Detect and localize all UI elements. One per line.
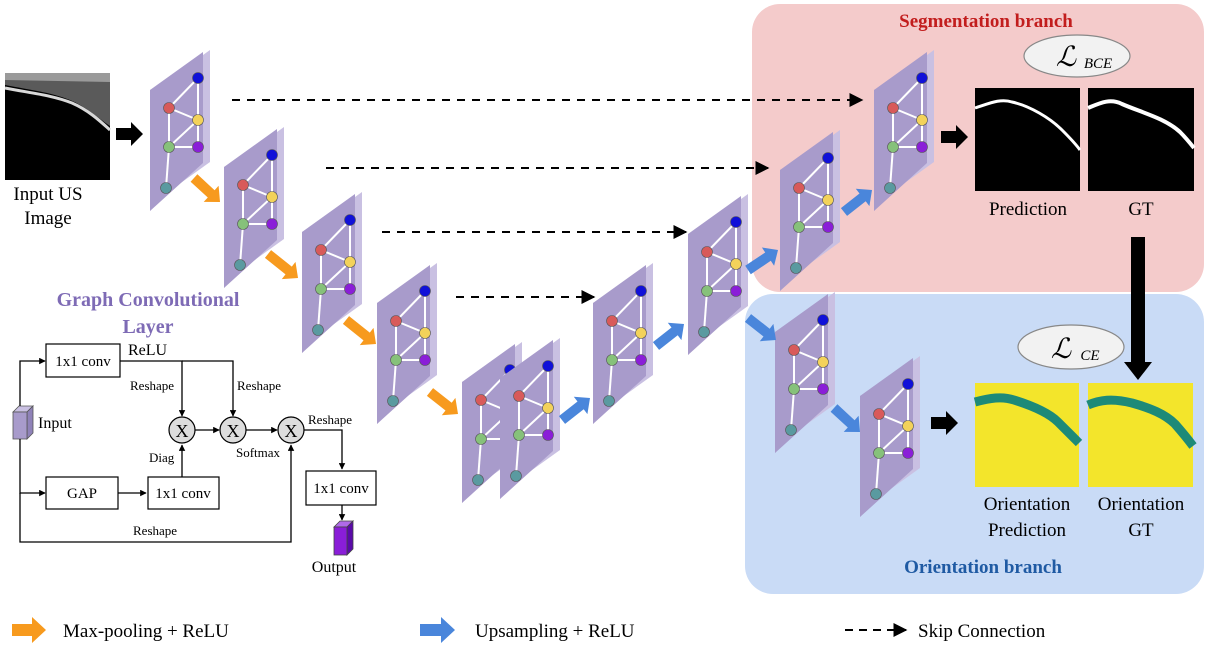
flow-arrow-maxpool-2 xyxy=(264,250,298,280)
legend-upsample-label: Upsampling + ReLU xyxy=(475,621,635,642)
flow-arrow-upsample-4 xyxy=(840,188,872,216)
gcl-softmax-label: Softmax xyxy=(236,445,281,460)
graph-layer-1 xyxy=(150,50,210,211)
flow-arrow-upsample-3 xyxy=(745,247,778,275)
gcl-input-label: Input xyxy=(38,415,72,432)
gcl-multiply-2: X xyxy=(219,416,247,444)
gcl-output-label: Output xyxy=(312,559,357,576)
loss-bce-subscript: BCE xyxy=(1084,56,1112,72)
black-arrow-down xyxy=(1124,237,1152,380)
flow-arrow-upsample-2 xyxy=(652,322,684,350)
orientation-prediction-image xyxy=(973,383,1083,487)
gcl-conv3-label: 1x1 conv xyxy=(313,481,369,497)
gcl-multiply-2-symbol: X xyxy=(227,421,240,441)
loss-bce-symbol: ℒ xyxy=(1056,42,1077,73)
flow-arrow-upsample-1 xyxy=(558,396,590,424)
gcl-gap-label: GAP xyxy=(67,486,97,502)
loss-bce: ℒ BCE xyxy=(1023,34,1131,78)
flow-arrow-upsample-6 xyxy=(830,404,860,432)
legend-maxpool-label: Max-pooling + ReLU xyxy=(63,621,229,642)
graph-layer-8 xyxy=(688,194,748,355)
orientation-gt-image xyxy=(1086,383,1197,487)
gcl-multiply-3-symbol: X xyxy=(285,421,298,441)
graph-layer-3 xyxy=(302,192,362,353)
flow-arrow-maxpool-4 xyxy=(426,388,458,416)
gcl-input-cube xyxy=(12,405,34,440)
graph-layer-4 xyxy=(377,263,437,424)
gcl-multiply-3: X xyxy=(277,416,305,444)
loss-ce-subscript: CE xyxy=(1080,348,1099,364)
flow-arrow-upsample-5 xyxy=(744,314,776,342)
black-arrow-orient xyxy=(931,411,958,435)
graph-layer-7 xyxy=(593,263,653,424)
prediction-label: Prediction xyxy=(989,199,1068,220)
gcl-reshape-2: Reshape xyxy=(237,378,281,393)
gcl-block: Input 1x1 conv ReLU GAP 1x1 conv 1x1 con… xyxy=(12,342,377,576)
loss-ce: ℒ CE xyxy=(1017,324,1125,370)
segmentation-branch-title: Segmentation branch xyxy=(899,11,1073,32)
gcl-reshape-4: Reshape xyxy=(133,523,177,538)
graph-layer-11 xyxy=(775,292,835,453)
legend-skip-label: Skip Connection xyxy=(918,621,1046,642)
legend-maxpool-arrow xyxy=(12,617,46,643)
gcl-diag-label: Diag xyxy=(149,450,175,465)
graph-layer-10 xyxy=(874,50,934,211)
loss-ce-symbol: ℒ xyxy=(1051,334,1072,365)
graph-layers xyxy=(150,50,934,517)
orientation-branch-title: Orientation branch xyxy=(904,557,1062,578)
prediction-image xyxy=(974,88,1082,191)
gt-label: GT xyxy=(1128,199,1154,220)
black-arrow-seg xyxy=(941,125,968,149)
gcl-multiply-1: X xyxy=(168,416,196,444)
graph-layer-2 xyxy=(224,127,284,288)
black-arrow-input xyxy=(116,122,143,146)
graph-layer-12 xyxy=(860,356,920,517)
flow-arrows xyxy=(190,174,872,432)
gcl-reshape-3: Reshape xyxy=(308,412,352,427)
gcl-multiply-1-symbol: X xyxy=(176,421,189,441)
graph-layer-9 xyxy=(780,130,840,291)
gcl-output-cube xyxy=(333,520,354,556)
gcl-conv1-label: 1x1 conv xyxy=(55,354,111,370)
orientation-panel xyxy=(745,294,1204,594)
graph-layer-6 xyxy=(500,338,560,499)
gcl-conv2-label: 1x1 conv xyxy=(155,486,211,502)
flow-arrow-maxpool-1 xyxy=(190,174,220,202)
gcl-relu-label: ReLU xyxy=(128,342,168,359)
input-us-image xyxy=(4,73,112,180)
gcl-reshape-1: Reshape xyxy=(130,378,174,393)
legend: Max-pooling + ReLU Upsampling + ReLU Ski… xyxy=(12,617,1046,643)
skip-connections xyxy=(232,93,864,304)
flow-arrow-maxpool-3 xyxy=(342,316,376,346)
gt-image xyxy=(1087,88,1196,191)
legend-upsample-arrow xyxy=(420,617,455,643)
